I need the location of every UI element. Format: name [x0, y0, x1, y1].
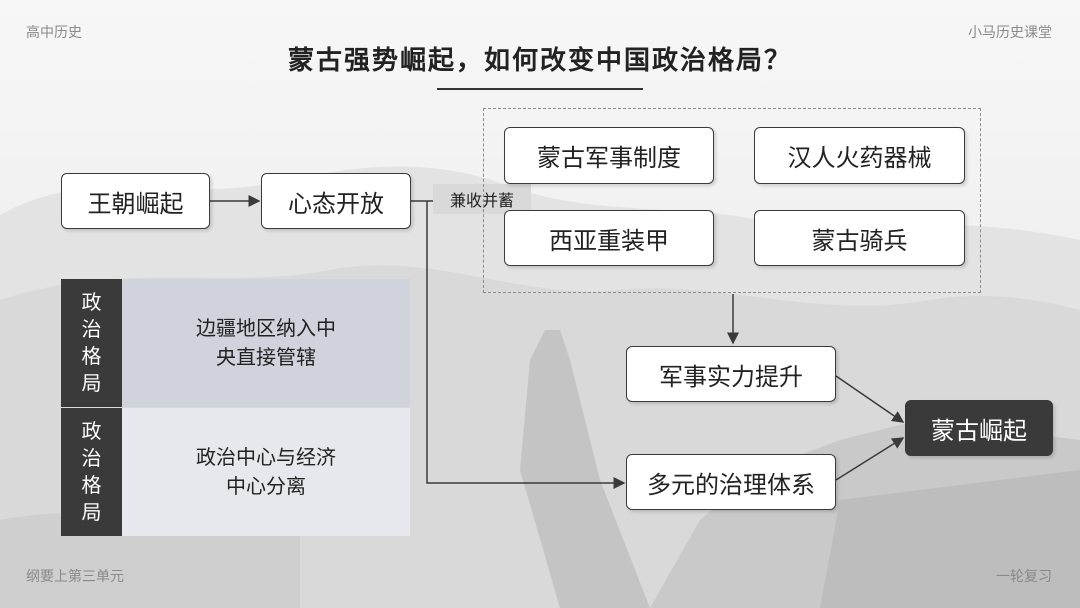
row-label-char: 政 [81, 290, 102, 314]
row-content: 政治中心与经济 中心分离 [122, 408, 410, 536]
row-label-char: 治 [81, 446, 102, 470]
node-mongol-military-system: 蒙古军事制度 [504, 127, 714, 184]
page-title: 蒙古强势崛起，如何改变中国政治格局？ [287, 46, 792, 76]
row-label-char: 政 [81, 419, 102, 443]
table-row: 政 治 格 局 政治中心与经济 中心分离 [61, 408, 410, 536]
row-label-char: 格 [81, 344, 102, 368]
node-dynasty-rise: 王朝崛起 [61, 173, 210, 229]
military-factors-group [483, 108, 981, 293]
node-military-power-up: 军事实力提升 [626, 346, 836, 402]
row-label: 政 治 格 局 [61, 408, 122, 536]
node-open-mind: 心态开放 [261, 173, 411, 229]
row-label-char: 局 [81, 371, 102, 395]
row-content: 边疆地区纳入中 央直接管辖 [122, 279, 410, 407]
absorb-tag: 兼收并蓄 [433, 184, 531, 214]
node-mongol-cavalry: 蒙古骑兵 [754, 210, 965, 266]
node-west-asia-armor: 西亚重装甲 [504, 210, 714, 266]
title-underline [437, 88, 643, 90]
node-diverse-governance: 多元的治理体系 [626, 454, 836, 510]
row-content-line: 边疆地区纳入中 [196, 316, 336, 340]
table-row: 政 治 格 局 边疆地区纳入中 央直接管辖 [61, 279, 410, 407]
review-label: 一轮复习 [996, 569, 1052, 585]
channel-label: 小马历史课堂 [968, 25, 1052, 41]
row-content-line: 政治中心与经济 [196, 445, 336, 469]
course-label: 高中历史 [26, 25, 82, 41]
row-label-char: 局 [81, 500, 102, 524]
row-label-char: 格 [81, 473, 102, 497]
political-pattern-table: 政 治 格 局 边疆地区纳入中 央直接管辖 政 治 格 局 政治中心与经济 中心… [61, 279, 410, 536]
node-mongol-rise: 蒙古崛起 [905, 400, 1053, 456]
unit-label: 纲要上第三单元 [26, 569, 124, 585]
row-content-line: 央直接管辖 [216, 345, 316, 369]
row-label: 政 治 格 局 [61, 279, 122, 407]
node-han-firearms: 汉人火药器械 [754, 127, 965, 184]
row-label-char: 治 [81, 317, 102, 341]
row-content-line: 中心分离 [226, 474, 306, 498]
